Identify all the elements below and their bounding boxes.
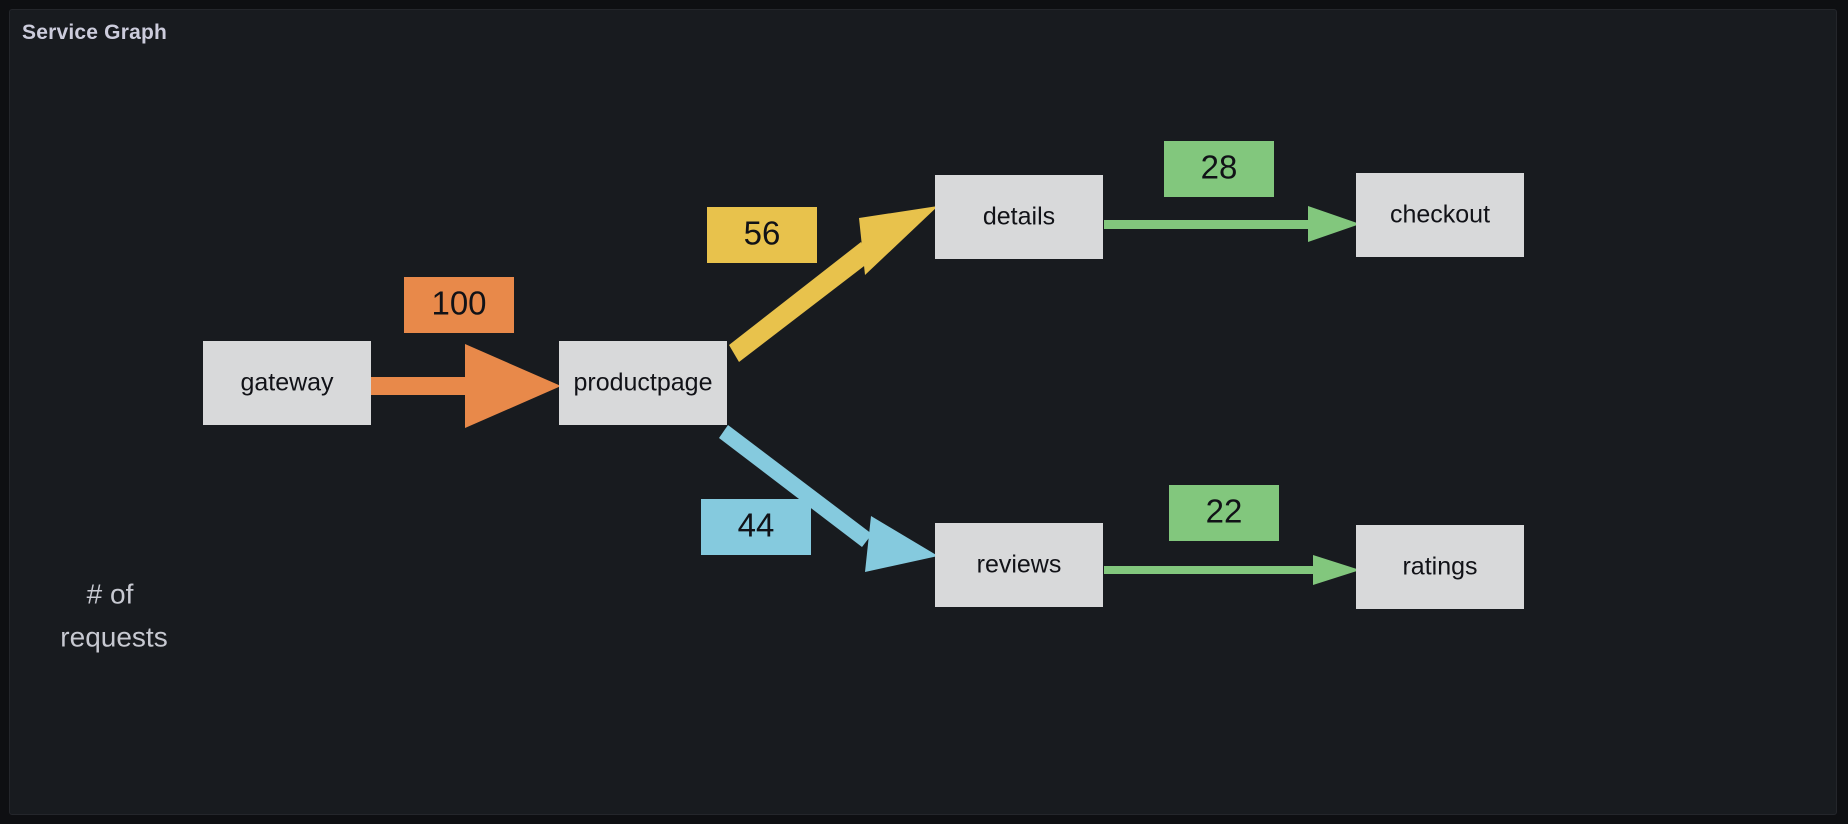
node-checkout-label: checkout [1390,201,1490,229]
edge-reviews-ratings-shaft [1104,566,1313,574]
edge-label-gateway-productpage-box [404,277,514,333]
service-graph-panel: Service Graph g [9,9,1837,815]
node-checkout-rect [1356,173,1524,257]
node-details-rect [935,175,1103,259]
node-ratings-rect [1356,525,1524,609]
edge-gateway-productpage[interactable] [371,344,561,428]
edge-label-details-checkout[interactable]: 28 [1164,141,1274,197]
edge-label-reviews-ratings[interactable]: 22 [1169,485,1279,541]
edge-details-checkout-arrowhead [1308,206,1360,242]
legend-line-1: # of [87,578,134,609]
edge-label-productpage-reviews-value: 44 [738,507,775,544]
edge-label-gateway-productpage-value: 100 [431,285,486,322]
edge-label-productpage-details-box [707,207,817,263]
edge-label-gateway-productpage[interactable]: 100 [404,277,514,333]
edge-label-details-checkout-value: 28 [1201,149,1238,186]
node-ratings-label: ratings [1402,553,1477,581]
node-reviews-rect [935,523,1103,607]
edge-productpage-details[interactable] [729,206,938,362]
service-graph-canvas[interactable]: gateway productpage details checkout rev… [10,10,1838,816]
edge-details-checkout[interactable] [1104,206,1360,242]
edge-label-details-checkout-box [1164,141,1274,197]
edge-label-reviews-ratings-value: 22 [1206,493,1243,530]
edge-label-productpage-details-value: 56 [744,215,781,252]
node-checkout[interactable]: checkout [1356,173,1524,257]
node-gateway-rect [203,341,371,425]
edge-label-reviews-ratings-box [1169,485,1279,541]
node-productpage[interactable]: productpage [559,341,727,425]
edge-productpage-details-shaft [729,242,872,362]
node-details-label: details [983,203,1055,231]
node-gateway[interactable]: gateway [203,341,371,425]
edge-productpage-details-arrowhead [859,206,938,275]
edge-reviews-ratings-arrowhead [1313,555,1360,585]
node-ratings[interactable]: ratings [1356,525,1524,609]
node-reviews-label: reviews [977,551,1062,579]
legend: # of requests [60,578,167,652]
edge-productpage-reviews[interactable] [719,425,938,572]
edge-gateway-productpage-arrowhead [465,344,561,428]
edge-productpage-reviews-shaft [719,425,872,547]
node-reviews[interactable]: reviews [935,523,1103,607]
node-details[interactable]: details [935,175,1103,259]
node-gateway-label: gateway [240,369,334,397]
edge-gateway-productpage-shaft [371,377,465,395]
edge-label-productpage-details[interactable]: 56 [707,207,817,263]
node-productpage-rect [559,341,727,425]
node-productpage-label: productpage [573,369,712,397]
legend-line-2: requests [60,621,167,652]
edge-label-productpage-reviews[interactable]: 44 [701,499,811,555]
edge-productpage-reviews-arrowhead [865,516,938,572]
edge-details-checkout-shaft [1104,220,1308,229]
edge-reviews-ratings[interactable] [1104,555,1360,585]
page-title: Service Graph [22,21,168,44]
edge-label-productpage-reviews-box [701,499,811,555]
